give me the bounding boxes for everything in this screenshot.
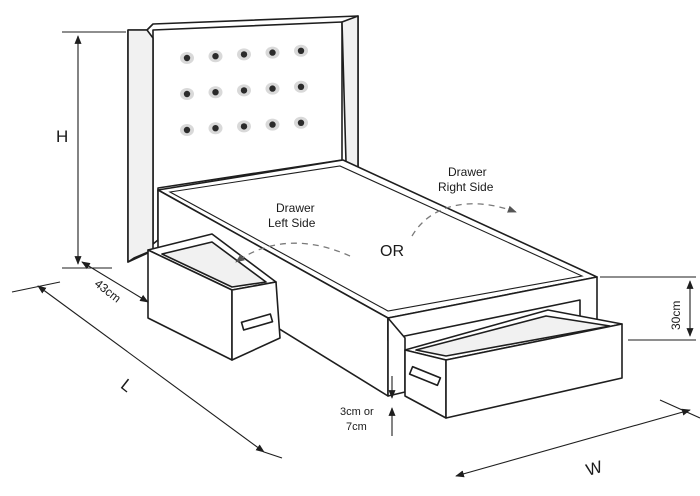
- tufted-button: [269, 49, 276, 56]
- drawer-right-label-2: Right Side: [438, 180, 494, 194]
- tufted-button: [240, 87, 248, 94]
- tufted-button: [297, 119, 305, 127]
- tufted-button: [269, 121, 276, 128]
- tufted-button: [240, 51, 248, 58]
- tufted-button: [183, 90, 191, 98]
- length-label: L: [117, 375, 136, 396]
- tufted-button: [240, 123, 248, 130]
- tufted-button: [212, 125, 219, 132]
- headboard: [127, 15, 364, 263]
- drawer-height-dimension: [600, 276, 696, 341]
- left-drawer-arrow: [235, 242, 351, 263]
- drawer-left-label-1: Drawer: [276, 201, 315, 215]
- length-dimension: [11, 281, 283, 459]
- tufted-button: [183, 126, 191, 134]
- side-depth-label: 43cm: [92, 276, 124, 305]
- tufted-button: [297, 83, 305, 91]
- clearance-label-2: 7cm: [346, 421, 367, 433]
- drawer-right-label-1: Drawer: [448, 165, 487, 179]
- tufted-button: [183, 54, 191, 62]
- clearance-label-1: 3cm or: [340, 406, 374, 418]
- or-label: OR: [380, 243, 404, 260]
- tufted-button: [297, 47, 305, 54]
- drawer-left-label-2: Left Side: [268, 216, 316, 230]
- tufted-button: [269, 85, 276, 92]
- tufted-button: [212, 53, 219, 60]
- right-drawer-arrow: [411, 203, 517, 237]
- width-dimension: [455, 399, 700, 478]
- drawer-height-label: 30cm: [669, 301, 683, 330]
- width-label: W: [584, 457, 605, 480]
- right-drawer: [404, 309, 623, 419]
- right-drawer-handle[interactable]: [408, 365, 442, 387]
- tufted-button: [212, 89, 219, 96]
- height-label: H: [56, 127, 68, 146]
- height-dimension: [62, 31, 126, 269]
- tufted-buttons: [180, 44, 308, 136]
